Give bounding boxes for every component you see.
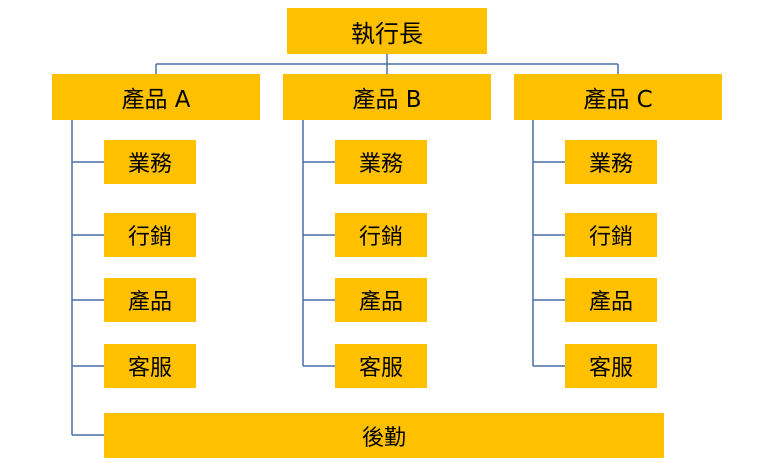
logistics-box: 後勤 (104, 413, 664, 458)
dept-box: 客服 (104, 344, 196, 388)
dept-box: 產品 (104, 278, 196, 322)
ceo-box: 執行長 (287, 8, 487, 54)
dept-label: 業務 (358, 152, 403, 177)
dept-label: 客服 (127, 356, 172, 381)
dept-box: 業務 (335, 140, 427, 184)
dept-label: 客服 (588, 356, 633, 381)
product-box-2: 產品 B (283, 74, 491, 120)
dept-label: 產品 (358, 290, 403, 315)
dept-label: 業務 (588, 152, 633, 177)
dept-label: 客服 (358, 356, 403, 381)
dept-label: 行銷 (588, 225, 633, 250)
dept-box: 業務 (104, 140, 196, 184)
dept-label: 行銷 (127, 225, 172, 250)
dept-box: 客服 (335, 344, 427, 388)
dept-box: 客服 (565, 344, 657, 388)
dept-box: 行銷 (565, 213, 657, 257)
product-label: 產品 A (121, 87, 191, 113)
dept-label: 產品 (588, 290, 633, 315)
dept-box: 產品 (335, 278, 427, 322)
dept-box: 業務 (565, 140, 657, 184)
dept-box: 行銷 (104, 213, 196, 257)
dept-label: 產品 (127, 290, 172, 315)
ceo-label: 執行長 (351, 19, 423, 48)
dept-box: 產品 (565, 278, 657, 322)
dept-label: 行銷 (358, 225, 403, 250)
product-box-1: 產品 A (52, 74, 260, 120)
dept-box: 行銷 (335, 213, 427, 257)
product-box-3: 產品 C (514, 74, 722, 120)
product-label: 產品 B (352, 87, 422, 113)
dept-label: 業務 (127, 152, 172, 177)
logistics-label: 後勤 (361, 425, 406, 451)
product-label: 產品 C (583, 87, 653, 113)
